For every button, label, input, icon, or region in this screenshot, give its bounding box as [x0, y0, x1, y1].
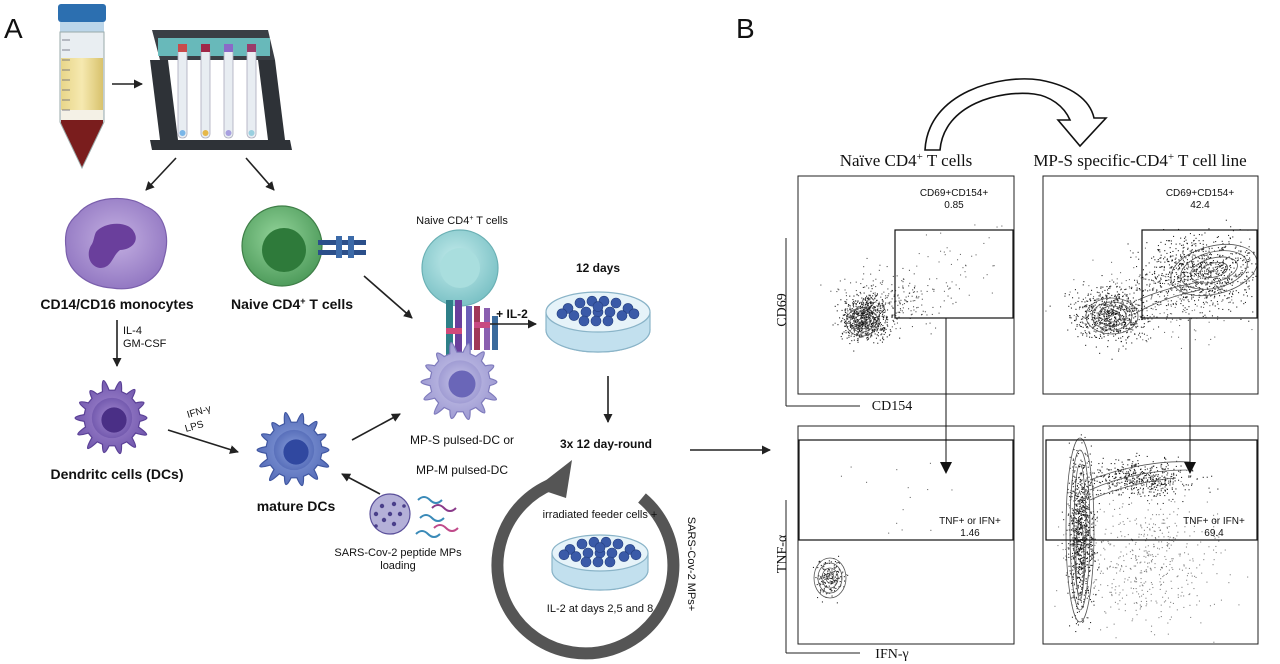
- naive-t-cell-icon: [241, 205, 366, 287]
- mpm-pulsed-label: MP-M pulsed-DC: [416, 463, 508, 477]
- rounds-label: 3x 12 day-round: [560, 437, 652, 451]
- pulsed-dc-icon: [420, 342, 498, 421]
- gate-naive-tnf: [798, 439, 1014, 541]
- petri-dish-top-icon: [545, 291, 651, 353]
- dendritic-cell-icon: [74, 379, 148, 455]
- naive-title: Naïve CD4+ T cells: [840, 151, 973, 170]
- plot-naive-tnf: [797, 425, 1015, 645]
- twelve-days-label: 12 days: [576, 261, 620, 275]
- blood-tube-icon: [58, 4, 106, 170]
- mature-dcs-label: mature DCs: [257, 498, 336, 514]
- plot-naive-cd69: [797, 175, 1015, 395]
- naive-t-cells-top-label: Naive CD4+ T cells: [416, 215, 508, 227]
- hollow-curve-arrow-icon: [924, 78, 1108, 151]
- naive-cd69-events: [820, 224, 1003, 352]
- mps-cd69-contours: [1085, 243, 1258, 335]
- lps-label: LPS: [184, 419, 206, 435]
- il2-days-label: IL-2 at days 2,5 and 8: [547, 603, 653, 615]
- cd69-axis-label: CD69: [775, 293, 790, 326]
- tcr-mhc-icon: [446, 300, 498, 364]
- il2-label: + IL-2: [496, 307, 528, 321]
- naive-tnf-contours: [813, 557, 847, 599]
- mature-dc-icon: [256, 411, 330, 487]
- petri-dish-bottom-icon: [551, 534, 649, 591]
- virus-peptides-icon: [369, 493, 459, 538]
- sars-mps-curve-label: SARS-Cov-2 MPs+: [685, 517, 697, 611]
- mps-tnf-events: [1054, 434, 1249, 643]
- monocytes-label: CD14/CD16 monocytes: [40, 296, 193, 312]
- naive-t-cell-top-icon: [421, 229, 499, 307]
- panel-a-letter: A: [4, 13, 23, 44]
- dcs-label: Dendritc cells (DCs): [50, 466, 183, 482]
- sars-peptide-label: SARS-Cov-2 peptide MPs: [334, 547, 462, 559]
- gate-mps-bottom-value: 69.4: [1204, 528, 1224, 539]
- gate-mps-bottom-label: TNF+ or IFN+: [1183, 516, 1245, 527]
- mps-title: MP-S specific-CD4+ T cell line: [1033, 151, 1246, 170]
- gate-naive-bottom-value: 1.46: [960, 528, 980, 539]
- loading-label: loading: [380, 560, 415, 572]
- cycle-arrow-icon: [491, 460, 680, 660]
- gate-naive-top-label: CD69+CD154+: [920, 188, 989, 199]
- mps-pulsed-label: MP-S pulsed-DC or: [410, 433, 514, 447]
- gmcsf-label: GM-CSF: [123, 338, 167, 350]
- gate-naive-bottom-label: TNF+ or IFN+: [939, 516, 1001, 527]
- gate-naive-top-value: 0.85: [944, 200, 964, 211]
- il4-label: IL-4: [123, 325, 142, 337]
- mps-tnf-contours: [1065, 437, 1191, 623]
- tnf-axis-label: TNF-α: [775, 534, 790, 573]
- monocyte-cell-icon: [64, 197, 168, 290]
- ifn-gamma-label: IFN-γ: [186, 404, 213, 421]
- panel-b-letter: B: [736, 13, 755, 44]
- gate-mps-top-value: 42.4: [1190, 200, 1210, 211]
- feeder-label: irradiated feeder cells +: [543, 509, 658, 521]
- ifng-axis-label: IFN-γ: [875, 647, 908, 662]
- gate-mps-tnf: [1045, 439, 1258, 541]
- plot-mps-cd69: [1042, 175, 1259, 395]
- naive-cd69-contours: [845, 307, 879, 337]
- gate-mps-top-label: CD69+CD154+: [1166, 188, 1235, 199]
- tube-rack-icon: [150, 30, 292, 150]
- naive-t-cells-mid-label: Naive CD4+ T cells: [231, 296, 353, 312]
- gate-mps-cd69: [1141, 229, 1258, 319]
- cd154-axis-label: CD154: [872, 399, 912, 414]
- gate-naive-cd69: [894, 229, 1014, 319]
